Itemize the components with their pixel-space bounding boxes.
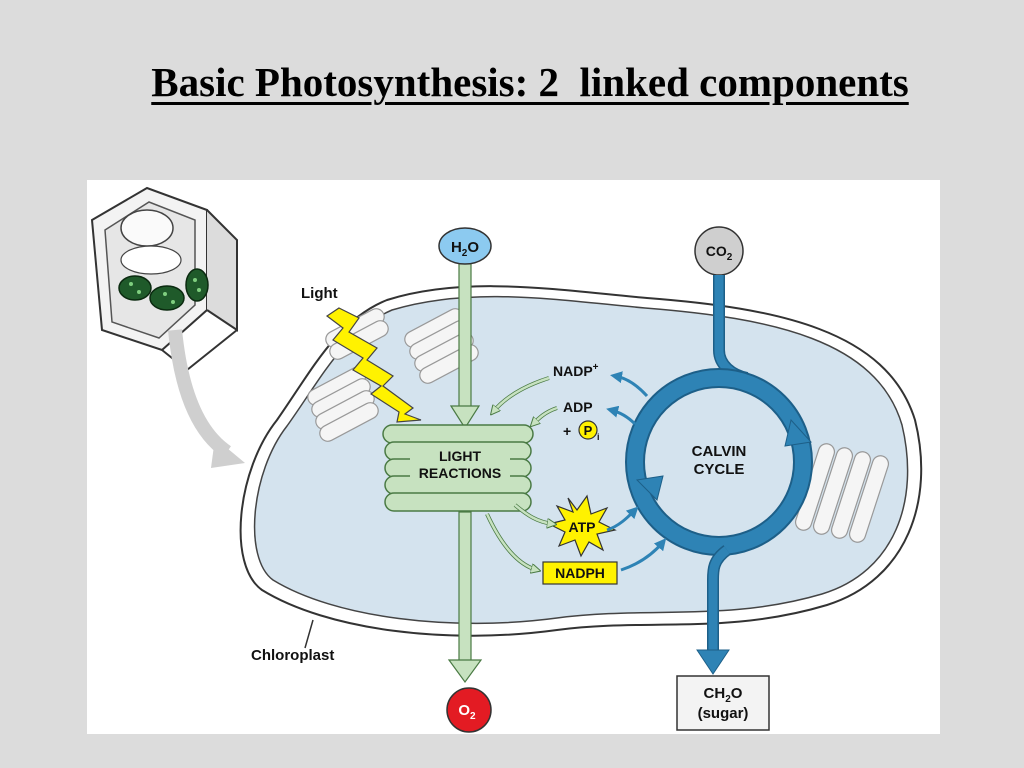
cycle-to-adp-arrow (606, 405, 637, 426)
sugar-label-1: CH2O (704, 685, 743, 705)
zoom-arrow-head (211, 438, 245, 468)
water-stem (458, 257, 472, 409)
sugar-box (676, 675, 770, 731)
sugar-label-2: (sugar) (698, 705, 749, 722)
pi-label: P (584, 423, 593, 438)
zoom-arrow (168, 329, 232, 458)
slide-title: Basic Photosynthesis: 2 linked component… (151, 59, 909, 105)
oxygen-label: O2 (458, 702, 476, 722)
phosphate-icon (578, 420, 598, 440)
cycle-to-nadp-arrow (610, 371, 649, 398)
calvin-cycle-label-1: CALVIN (692, 443, 747, 460)
adp-label: ADP (563, 399, 593, 415)
water-bubble (438, 227, 492, 265)
oxygen-arrow-head (447, 659, 483, 684)
co2-label: CO2 (706, 243, 733, 263)
diagram-panel: Light H2O LIGHT REACTIONS O2 CO2 CALVIN … (87, 180, 940, 734)
nadph-label: NADPH (555, 565, 605, 581)
light-reactions-label-bg (410, 446, 510, 486)
nadp-label: NADP+ (553, 362, 599, 379)
water-arrow-head (449, 405, 481, 430)
light-reactions-label-1: LIGHT (439, 448, 481, 464)
chloroplast-label: Chloroplast (251, 647, 334, 664)
atp-label: ATP (569, 519, 596, 535)
pi-subscript: i (597, 432, 600, 442)
thylakoid-stacks (307, 308, 890, 543)
pi-plus-label: + (563, 423, 571, 439)
photosynthesis-diagram: Light H2O LIGHT REACTIONS O2 CO2 CALVIN … (90, 186, 923, 733)
light-bolt-icon (325, 307, 422, 423)
atp-to-cycle-arrow (606, 506, 639, 532)
atp-burst-icon (547, 494, 617, 558)
chloroplast-leader-line (304, 619, 314, 649)
oxygen-bubble (446, 687, 492, 733)
light-reactions-label-2: REACTIONS (419, 465, 501, 481)
nadph-box (542, 561, 618, 585)
nadph-to-cycle-arrow (620, 538, 667, 572)
light-label: Light (301, 285, 338, 302)
plant-cell-illustration (90, 186, 238, 372)
oxygen-stem (458, 511, 472, 663)
calvin-cycle-label-2: CYCLE (694, 461, 745, 478)
water-label: H2O (451, 239, 479, 259)
